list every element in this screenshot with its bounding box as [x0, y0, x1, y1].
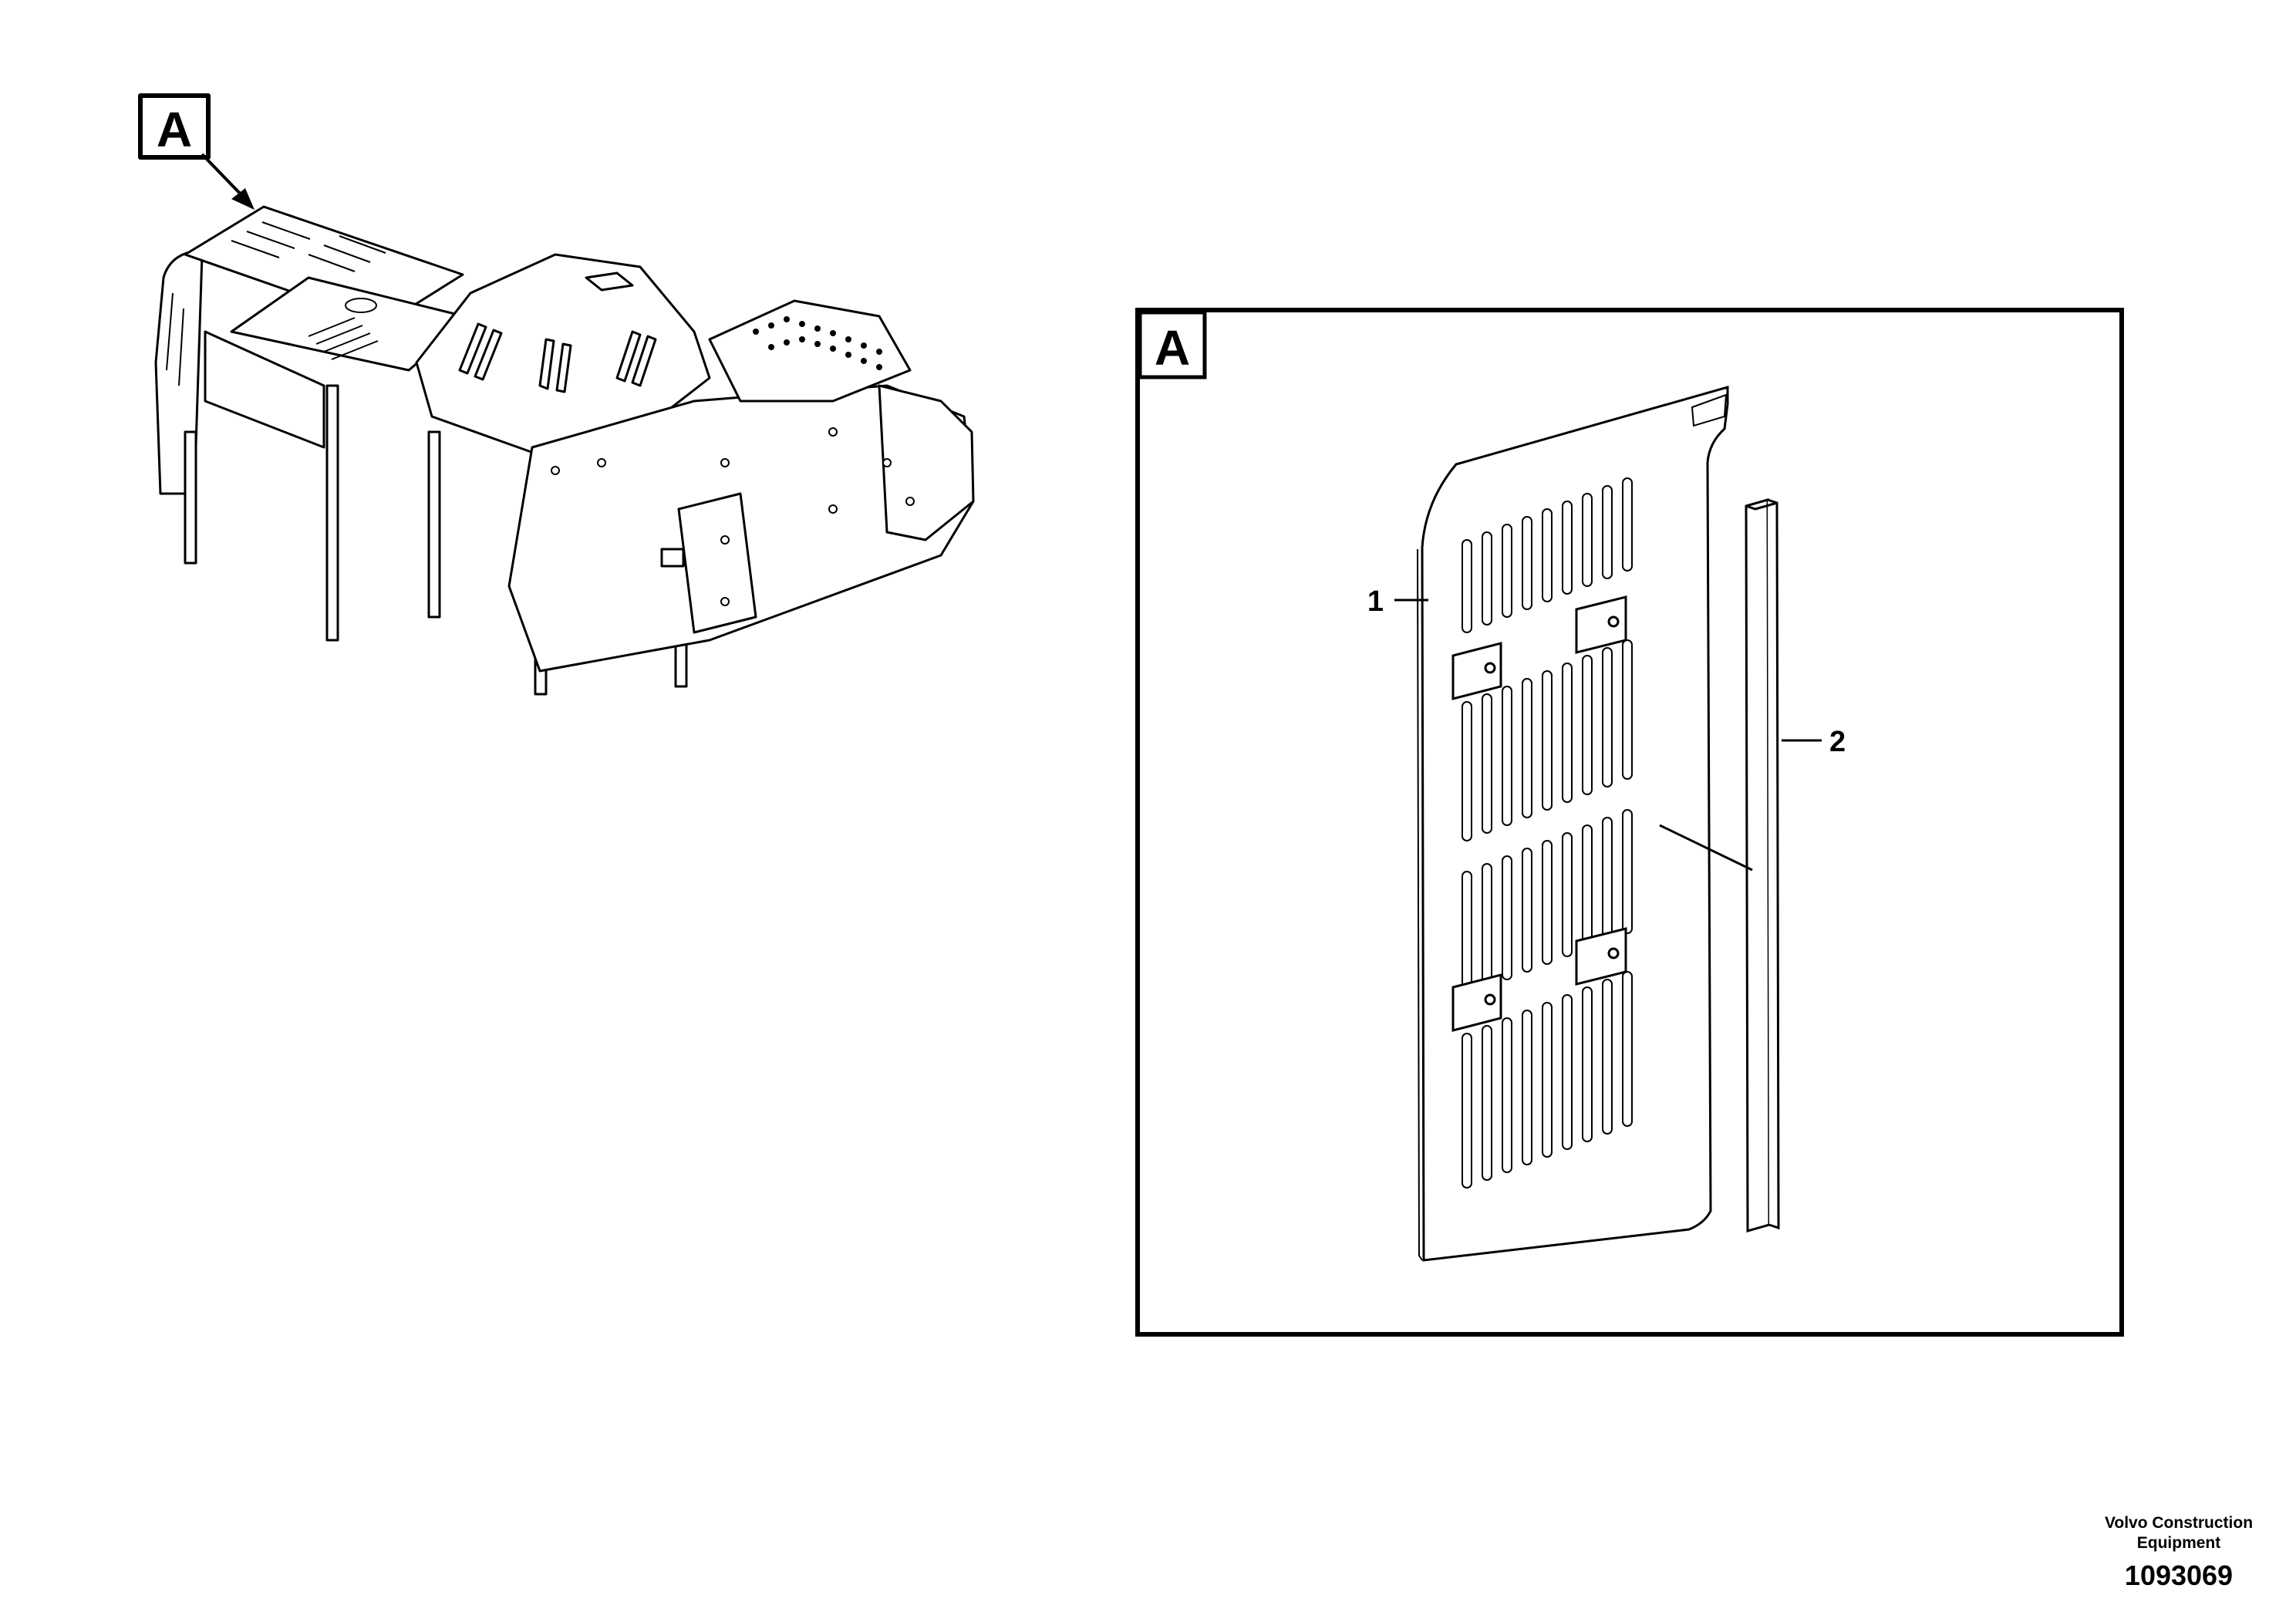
grille-slots	[1462, 477, 1633, 1189]
part-2-seal-strip	[1745, 498, 1780, 1233]
overview-arrowhead	[231, 188, 255, 210]
part-1-grille-panel	[1417, 386, 1729, 1262]
overview-view: A	[138, 93, 975, 696]
machine-frame	[204, 330, 325, 449]
part-number: 1093069	[2124, 1560, 2234, 1591]
machine-hood	[415, 253, 711, 457]
company-name-line1: Volvo Construction	[2104, 1514, 2254, 1532]
perforation-dots	[753, 316, 882, 370]
seal-placement-leader	[1659, 824, 1753, 872]
platform-vents	[308, 298, 379, 360]
footer: Volvo Construction Equipment 1093069	[2075, 1513, 2283, 1592]
mounting-clips	[1451, 595, 1627, 1032]
machine-service-door	[677, 492, 757, 634]
callout-2-label: 2	[1829, 726, 1846, 758]
detail-view-a-box	[1138, 310, 1207, 379]
top-grille-slots	[231, 221, 386, 272]
callout-leaders	[1394, 599, 1822, 872]
machine-rear-cover	[878, 384, 975, 541]
detail-view-a-label: A	[1155, 320, 1190, 376]
overview-view-a-label: A	[157, 102, 192, 157]
hood-louvres	[458, 271, 657, 393]
machine-perforated-top	[708, 299, 912, 403]
detail-view: A	[1135, 308, 2124, 1337]
company-name-line2: Equipment	[2136, 1534, 2221, 1552]
overview-view-a-box	[138, 93, 211, 160]
machine-bolts	[551, 427, 915, 606]
callout-1-label: 1	[1367, 585, 1384, 618]
door-latch	[660, 548, 685, 568]
